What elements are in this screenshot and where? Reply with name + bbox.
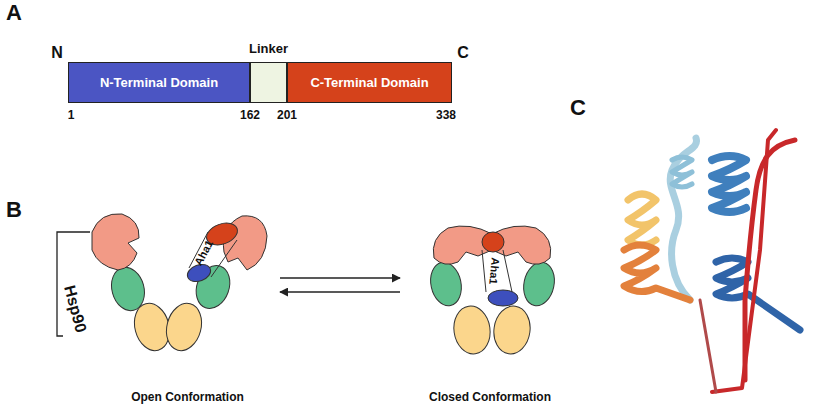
box-label: C-Terminal Domain (310, 75, 428, 90)
helix-orange (624, 245, 690, 300)
closed-hsp90-cartoon (427, 226, 558, 356)
md-ellipse (427, 259, 465, 308)
terminus-label: C (457, 45, 469, 61)
box-label: N-Terminal Domain (100, 75, 218, 90)
helix-blue (712, 156, 746, 212)
conformation-group: Closed Conformation (400, 205, 580, 410)
ribbon-structure (624, 130, 800, 392)
linker-box: Linker (250, 62, 287, 103)
panel-letter: A (6, 2, 22, 24)
aha1-link (503, 250, 512, 292)
loop (700, 300, 716, 392)
protein-label: Hsp90 (61, 284, 89, 335)
conformation-group: Open Conformation (95, 205, 280, 410)
residue-number: 162 (240, 109, 260, 121)
md-ellipse (520, 259, 558, 308)
helix-light (670, 138, 696, 300)
ctd-ellipse (451, 304, 493, 357)
protein-label: Aha1 (193, 239, 215, 268)
strand-red (745, 140, 795, 380)
ctd-ellipse (491, 304, 533, 357)
helix-light (672, 157, 692, 187)
strand-red (712, 130, 776, 392)
domain-box: C-Terminal Domain (287, 62, 452, 103)
terminus-label: N (51, 45, 63, 61)
residue-number: 1 (68, 109, 75, 121)
protein-label: Aha1 (487, 257, 500, 285)
open-hsp90-cartoon (92, 214, 267, 355)
ctd-ellipse (161, 299, 206, 354)
panel-letter: B (6, 199, 22, 221)
domain-box: N-Terminal Domain (68, 62, 250, 103)
helix-yellow (628, 194, 656, 245)
md-ellipse (107, 264, 149, 315)
aha1-link (482, 250, 486, 292)
box-label: Linker (249, 41, 288, 56)
ntd-shape (92, 214, 139, 270)
panel-letter: C (570, 97, 586, 119)
equilibrium-arrow (280, 277, 400, 278)
aha1-ctd (482, 232, 504, 252)
caption-text: Open Conformation (95, 390, 280, 404)
caption-text: Closed Conformation (400, 390, 580, 404)
bracket (57, 232, 90, 336)
aha1-link (211, 240, 237, 277)
residue-number: 338 (436, 109, 456, 121)
aha1-ntd (488, 290, 518, 306)
residue-number: 201 (277, 109, 297, 121)
equilibrium-arrow (280, 291, 400, 292)
